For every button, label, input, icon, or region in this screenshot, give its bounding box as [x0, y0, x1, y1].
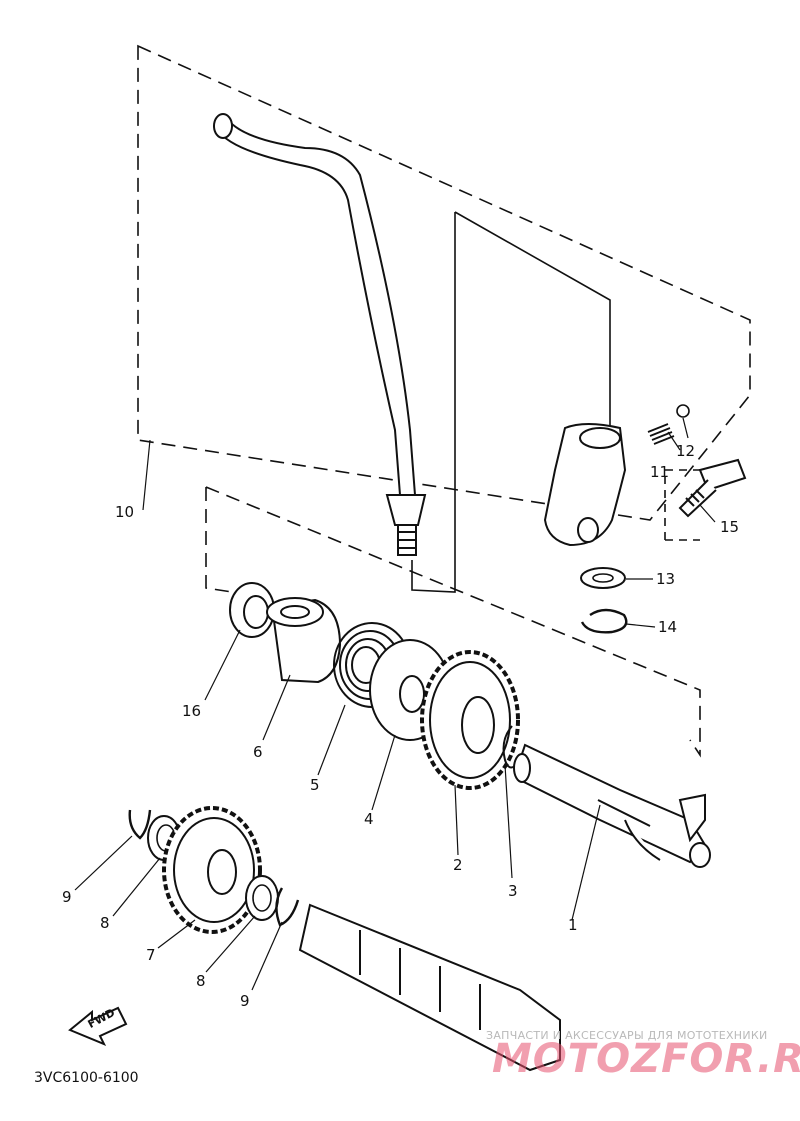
circlip-9-upper — [128, 809, 152, 840]
kick-clamp — [543, 423, 627, 547]
callout-5: 5 — [310, 776, 320, 794]
dashed-group-outline-10 — [137, 44, 751, 521]
callout-8-upper: 8 — [100, 914, 110, 932]
callout-4: 4 — [364, 810, 374, 828]
washer-13 — [580, 567, 626, 589]
leader-lines — [74, 417, 716, 991]
callout-7: 7 — [146, 946, 156, 964]
kick-shaft — [513, 743, 711, 868]
callout-12: 12 — [676, 442, 696, 460]
callout-3: 3 — [508, 882, 518, 900]
circlip-14 — [580, 608, 628, 634]
watermark-logo: MOTOZFOR.RU — [492, 1036, 800, 1082]
leader-outline-arm — [411, 211, 611, 593]
callout-10: 10 — [115, 503, 135, 521]
detent-ball — [676, 404, 690, 418]
callout-2: 2 — [453, 856, 463, 874]
diagram-code: 3VC6100-6100 — [34, 1070, 139, 1086]
bolt — [678, 458, 747, 518]
callout-6: 6 — [253, 743, 263, 761]
detent-spring — [647, 423, 675, 445]
callout-1: 1 — [568, 916, 578, 934]
callout-11: 11 — [650, 463, 670, 481]
watermark-tagline: ЗАПЧАСТИ И АКСЕССУАРЫ ДЛЯ МОТОТЕХНИКИ — [486, 1029, 768, 1042]
callout-15: 15 — [720, 518, 740, 536]
kick-lever — [213, 113, 427, 556]
callout-16: 16 — [182, 702, 202, 720]
callout-8-lower: 8 — [196, 972, 206, 990]
main-shaft — [298, 903, 561, 1072]
washer-8-lower — [245, 875, 279, 921]
callout-13: 13 — [656, 570, 676, 588]
fwd-arrow-icon — [68, 1006, 128, 1046]
driven-gear — [162, 806, 262, 934]
ratchet-gear — [420, 650, 520, 790]
circlip-9-lower — [275, 887, 300, 927]
callout-9-upper: 9 — [62, 888, 72, 906]
dashed-group-outline-shaft — [205, 486, 701, 758]
callout-14: 14 — [658, 618, 678, 636]
callout-9-lower: 9 — [240, 992, 250, 1010]
sleeve — [266, 597, 342, 684]
